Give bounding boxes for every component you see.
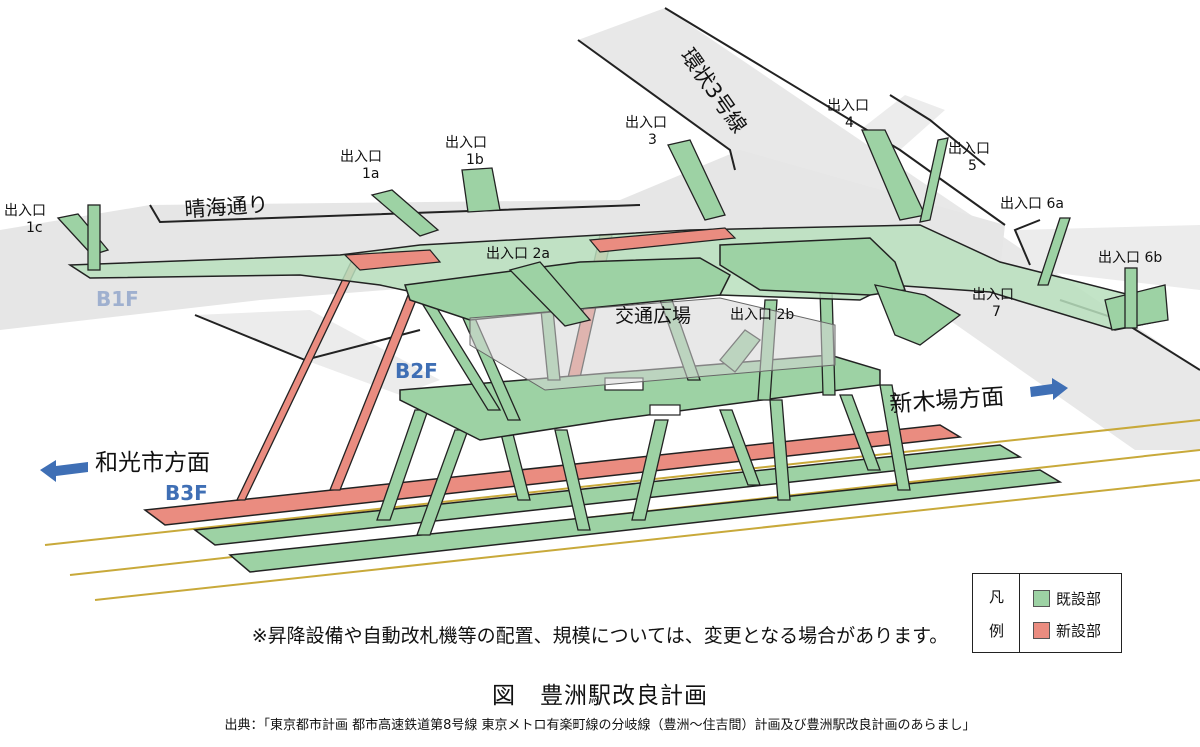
exit-label-1c: 出入口 — [4, 203, 46, 219]
figure-caption: 図 豊洲駅改良計画 — [492, 683, 708, 709]
exit-label-3: 出入口 — [625, 115, 667, 131]
stair-existing — [499, 429, 531, 501]
b1f-slab — [404, 257, 731, 321]
note-text: ※昇降設備や自動改札機等の配置、規模については、変更となる場合があります。 — [251, 625, 949, 647]
exit-label-7: 出入口 — [972, 287, 1014, 303]
stair-existing — [719, 409, 761, 486]
exit-label-1b: 出入口 — [445, 135, 487, 151]
legend-swatch-new — [1033, 621, 1050, 639]
exit-label-1a-id: 1a — [362, 166, 380, 182]
street-label-harumi: 晴海通り — [184, 192, 269, 222]
exit-6b-column — [1124, 267, 1138, 329]
road-edge — [889, 94, 986, 166]
floor-label-b3f: B3F — [165, 481, 208, 505]
exit-label-1a: 出入口 — [340, 149, 382, 165]
b1f-new-part — [588, 227, 737, 253]
stair-existing — [769, 399, 791, 501]
stair-existing — [879, 384, 911, 491]
platform-new — [143, 424, 963, 526]
exit-label-1b-id: 1b — [466, 152, 484, 168]
exit-labels: 出入口 1c 出入口 1a 出入口 1b 出入口 3 出入口 4 出入口 5 出… — [4, 98, 1162, 323]
b2f-opening — [649, 404, 681, 416]
exit-5-structure — [919, 137, 949, 223]
legend-head-top: 凡 — [989, 588, 1005, 606]
legend-swatch-existing — [1033, 589, 1050, 607]
exit-label-6b: 出入口 6b — [1098, 250, 1162, 266]
direction-label-east: 新木場方面 — [889, 384, 1006, 418]
platform-existing — [228, 469, 1063, 573]
stair-existing — [839, 394, 881, 471]
source-text: 出典：「東京都市計画 都市高速鉄道第8号線 東京メトロ有楽町線の分岐線（豊洲～住… — [224, 718, 976, 733]
road-edge — [1013, 219, 1041, 266]
plaza-label: 交通広場 — [615, 305, 691, 327]
exit-1c-column — [87, 204, 101, 271]
floor-label-b1f: B1F — [96, 287, 139, 311]
arrow-left-icon — [40, 460, 88, 482]
arrow-right-icon — [1030, 378, 1068, 400]
exit-7-structure — [873, 284, 962, 346]
exit-label-2b: 出入口 2b — [730, 307, 794, 323]
legend: 凡 例 既設部 新設部 — [972, 573, 1122, 653]
exit-label-6a: 出入口 6a — [1000, 196, 1064, 212]
b3f-platforms — [143, 424, 1063, 573]
exit-label-2a: 出入口 2a — [486, 246, 550, 262]
legend-row-new: 新設部 — [1033, 620, 1101, 640]
exit-label-3-id: 3 — [648, 132, 657, 148]
stair-existing — [554, 429, 591, 531]
legend-head-bottom: 例 — [989, 622, 1005, 640]
platform-existing — [193, 444, 1023, 546]
exit-label-1c-id: 1c — [26, 220, 43, 236]
direction-west: 和光市方面 — [40, 450, 210, 482]
exit-3-structure — [667, 139, 726, 221]
exit-label-7-id: 7 — [992, 304, 1001, 320]
track-line — [44, 419, 1200, 546]
b1f-level — [67, 224, 1167, 331]
direction-label-west: 和光市方面 — [95, 450, 210, 476]
exit-1a-structure — [370, 189, 440, 237]
exit-2a-structure — [508, 261, 592, 327]
b1f-new-part — [343, 249, 442, 271]
road-edge — [577, 39, 736, 171]
stair-existing — [631, 419, 669, 521]
legend-label-new: 新設部 — [1056, 621, 1102, 640]
track-line — [94, 479, 1200, 601]
legend-head: 凡 例 — [973, 574, 1020, 652]
exit-label-4: 出入口 — [827, 98, 869, 114]
legend-label-existing: 既設部 — [1056, 589, 1102, 608]
exit-label-4-id: 4 — [845, 115, 854, 131]
legend-row-existing: 既設部 — [1033, 588, 1101, 608]
exit-6a-structure — [1037, 217, 1071, 286]
exit-structures — [56, 129, 1169, 346]
exit-label-5: 出入口 — [948, 141, 990, 157]
floor-label-b2f: B2F — [395, 359, 438, 383]
exit-label-5-id: 5 — [968, 158, 977, 174]
road-edge — [664, 7, 1006, 226]
exit-1b-structure — [461, 167, 501, 213]
